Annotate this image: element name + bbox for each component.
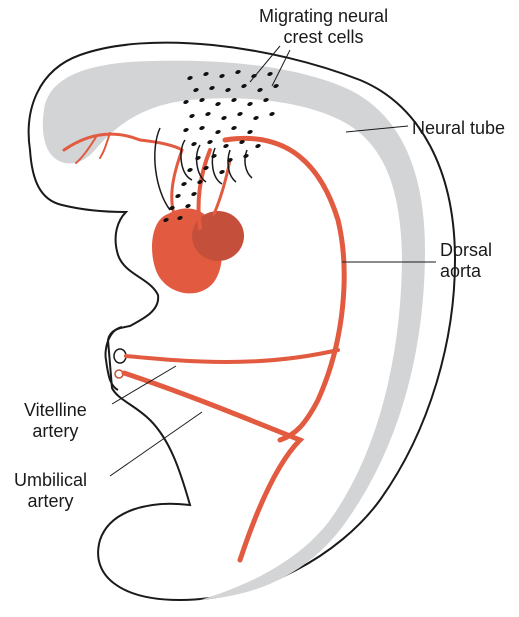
label-vitelline-artery: Vitelline artery bbox=[24, 400, 87, 442]
label-vitelline-line2: artery bbox=[24, 421, 87, 442]
label-migrating-neural-crest: Migrating neural crest cells bbox=[259, 6, 388, 48]
label-migrating-line1: Migrating neural bbox=[259, 6, 388, 27]
label-vitelline-line1: Vitelline bbox=[24, 400, 87, 421]
label-dorsal-line1: Dorsal bbox=[440, 240, 492, 261]
label-migrating-line2: crest cells bbox=[259, 27, 388, 48]
label-umbilical-line1: Umbilical bbox=[14, 470, 87, 491]
label-neural-tube: Neural tube bbox=[412, 118, 505, 139]
label-dorsal-aorta: Dorsal aorta bbox=[440, 240, 492, 282]
label-dorsal-line2: aorta bbox=[440, 261, 492, 282]
label-neural-tube-text: Neural tube bbox=[412, 118, 505, 139]
label-umbilical-artery: Umbilical artery bbox=[14, 470, 87, 512]
label-umbilical-line2: artery bbox=[14, 491, 87, 512]
